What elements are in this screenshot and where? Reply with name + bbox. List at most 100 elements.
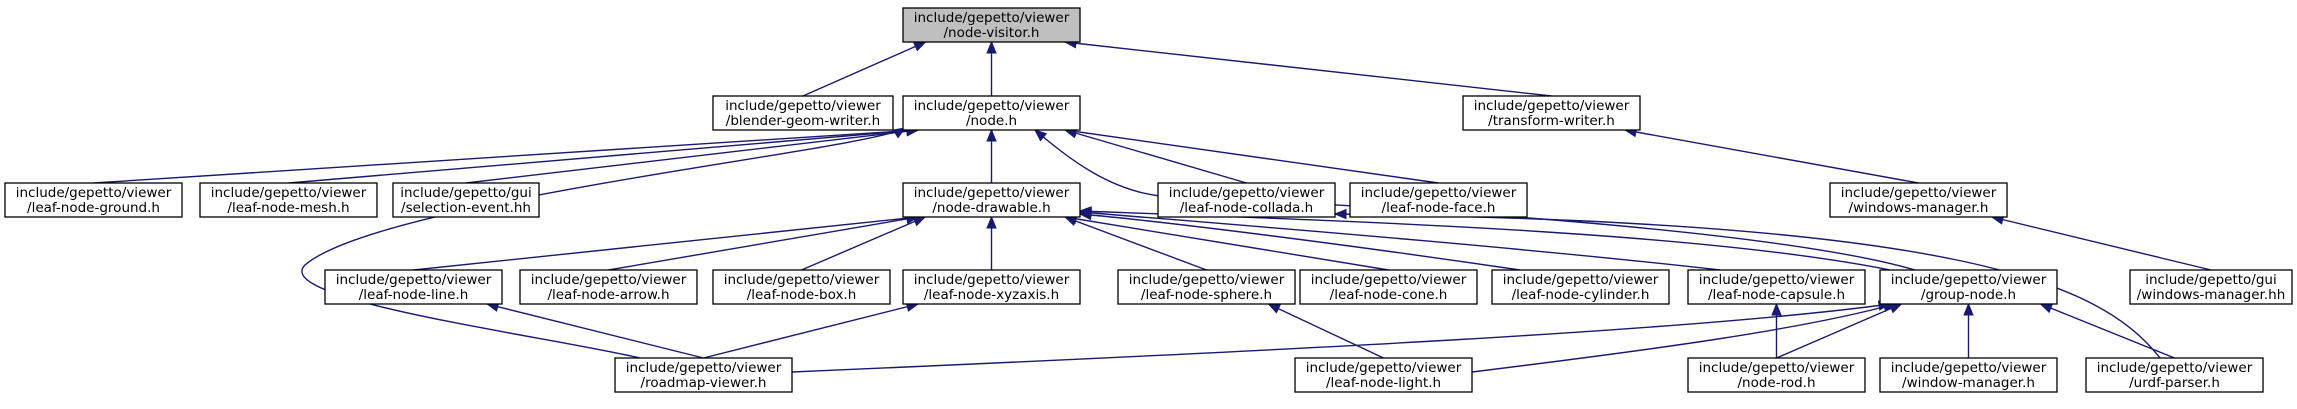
graph-node-group-node[interactable]: include/gepetto/viewer/group-node.h [1879,269,2058,305]
graph-node-leaf-node-sphere[interactable]: include/gepetto/viewer/leaf-node-sphere.… [1117,269,1296,305]
edge-arrowhead [2039,303,2054,314]
edge-line [703,303,919,359]
graph-node-leaf-node-face[interactable]: include/gepetto/viewer/leaf-node-face.h [1349,182,1528,218]
graph-node-windows-manager[interactable]: include/gepetto/viewer/windows-manager.h [1829,182,2008,218]
edge-roadmap-viewer-to-node [301,127,907,359]
edge-leaf-node-cone-to-node-drawable [1063,213,1389,271]
graph-node-leaf-node-xyzaxis[interactable]: include/gepetto/viewer/leaf-node-xyzaxis… [902,269,1081,305]
node-label-line1: include/gepetto/viewer [1891,360,2047,376]
graph-node-urdf-parser[interactable]: include/gepetto/viewer/urdf-parser.h [2085,357,2264,393]
graph-node-gui-windows-manager[interactable]: include/gepetto/gui/windows-manager.hh [2129,269,2293,305]
graph-node-node-drawable[interactable]: include/gepetto/viewer/node-drawable.h [902,182,1081,218]
edge-arrowhead [912,216,927,227]
node-box [1117,269,1296,305]
node-label-line1: include/gepetto/viewer [724,272,880,288]
edge-line [1064,41,1552,97]
edge-line [1624,129,1919,184]
graph-node-leaf-node-light[interactable]: include/gepetto/viewer/leaf-node-light.h [1294,357,1473,393]
graph-node-leaf-node-mesh[interactable]: include/gepetto/viewer/leaf-node-mesh.h [199,182,378,218]
node-label-line2: /leaf-node-mesh.h [227,200,349,216]
edge-line [465,129,919,184]
node-box [1687,269,1866,305]
edge-arrowhead [1888,303,1903,314]
graph-node-leaf-node-ground[interactable]: include/gepetto/viewer/leaf-node-ground.… [4,182,183,218]
edge-roadmap-viewer-to-leaf-node-line [485,301,704,359]
node-label-line1: include/gepetto/viewer [1891,272,2047,288]
node-label-line1: include/gepetto/viewer [914,185,1070,201]
edge-line [1064,129,1439,184]
graph-node-leaf-node-cone[interactable]: include/gepetto/viewer/leaf-node-cone.h [1299,269,1478,305]
graph-node-selection-event[interactable]: include/gepetto/gui/selection-event.hh [392,182,540,218]
graph-node-leaf-node-arrow[interactable]: include/gepetto/viewer/leaf-node-arrow.h [519,269,698,305]
graph-node-node-rod[interactable]: include/gepetto/viewer/node-rod.h [1687,357,1866,393]
node-label-line2: /leaf-node-sphere.h [1141,287,1272,303]
edge-line [1471,303,1896,373]
edge-line [802,41,926,97]
edge-arrowhead [986,128,997,142]
node-label-line1: include/gepetto/viewer [1699,360,1855,376]
graph-node-roadmap-viewer[interactable]: include/gepetto/viewer/roadmap-viewer.h [614,357,793,393]
edge-line [791,303,1891,373]
edge-leaf-node-box-to-node-drawable [801,216,927,271]
edge-node-to-node-visitor [986,40,997,96]
graph-node-leaf-node-box[interactable]: include/gepetto/viewer/leaf-node-box.h [712,269,891,305]
node-box [1879,357,2058,393]
node-label-line2: /windows-manager.hh [2137,287,2286,303]
node-label-line2: /leaf-node-ground.h [27,200,160,216]
node-label-line2: /node-drawable.h [932,200,1050,216]
graph-node-window-manager[interactable]: include/gepetto/viewer/window-manager.h [1879,357,2058,393]
edge-arrowhead [1078,206,1092,217]
node-label-line1: include/gepetto/viewer [1474,98,1630,114]
edge-arrowhead [1771,302,1782,316]
edge-line [93,129,919,184]
node-box [902,7,1081,43]
edge-line [1079,210,1891,271]
node-box [1157,182,1336,218]
edge-node-rod-to-leaf-node-capsule [1771,302,1782,358]
graph-node-leaf-node-collada[interactable]: include/gepetto/viewer/leaf-node-collada… [1157,182,1336,218]
graph-node-node[interactable]: include/gepetto/viewer/node.h [902,95,1081,131]
node-label-line2: /leaf-node-arrow.h [547,287,669,303]
node-label-line1: include/gepetto/viewer [531,272,687,288]
edge-leaf-node-light-to-leaf-node-sphere [1267,303,1384,359]
node-box [2085,357,2264,393]
edge-line [1064,216,1389,271]
edge-line [801,216,926,271]
graph-node-transform-writer[interactable]: include/gepetto/viewer/transform-writer.… [1462,95,1641,131]
edge-node-drawable-to-node [986,128,997,183]
edge-urdf-parser-to-leaf-node-collada [1333,208,2161,359]
nodes-layer: include/gepetto/viewer/node-visitor.hinc… [4,7,2293,393]
node-box [902,269,1081,305]
node-box [1879,269,2058,305]
node-label-line1: include/gepetto/viewer [1841,185,1997,201]
edge-node-rod-to-group-node [1776,303,1903,359]
node-label-line2: /selection-event.hh [401,200,531,216]
edge-arrowhead [986,215,997,229]
node-label-line1: include/gepetto/viewer [211,185,367,201]
node-label-line1: include/gepetto/viewer [914,98,1070,114]
graph-node-blender-geom-writer[interactable]: include/gepetto/viewer/blender-geom-writ… [712,95,894,131]
graph-node-leaf-node-line[interactable]: include/gepetto/viewer/leaf-node-line.h [324,269,503,305]
graph-node-leaf-node-cylinder[interactable]: include/gepetto/viewer/leaf-node-cylinde… [1491,269,1670,305]
node-label-line1: include/gepetto/viewer [2097,360,2253,376]
graph-node-leaf-node-capsule[interactable]: include/gepetto/viewer/leaf-node-capsule… [1687,269,1866,305]
edge-line [486,303,704,359]
node-label-line2: /node-visitor.h [944,25,1040,41]
node-box [4,182,183,218]
node-box [1294,357,1473,393]
edge-arrowhead [1267,303,1282,314]
edge-leaf-node-line-to-node-drawable [413,212,920,271]
edge-arrowhead [912,41,927,52]
node-box [392,182,540,218]
node-label-line2: /windows-manager.h [1849,200,1989,216]
graph-node-node-visitor[interactable]: include/gepetto/viewer/node-visitor.h [902,7,1081,43]
edge-arrowhead [1033,129,1048,142]
edges-layer [93,38,2212,373]
node-label-line2: /leaf-node-cylinder.h [1512,287,1650,303]
edge-line [413,216,919,271]
node-box [199,182,378,218]
node-box [614,357,793,393]
edge-blender-geom-writer-to-node-visitor [802,41,927,97]
node-label-line1: include/gepetto/viewer [336,272,492,288]
